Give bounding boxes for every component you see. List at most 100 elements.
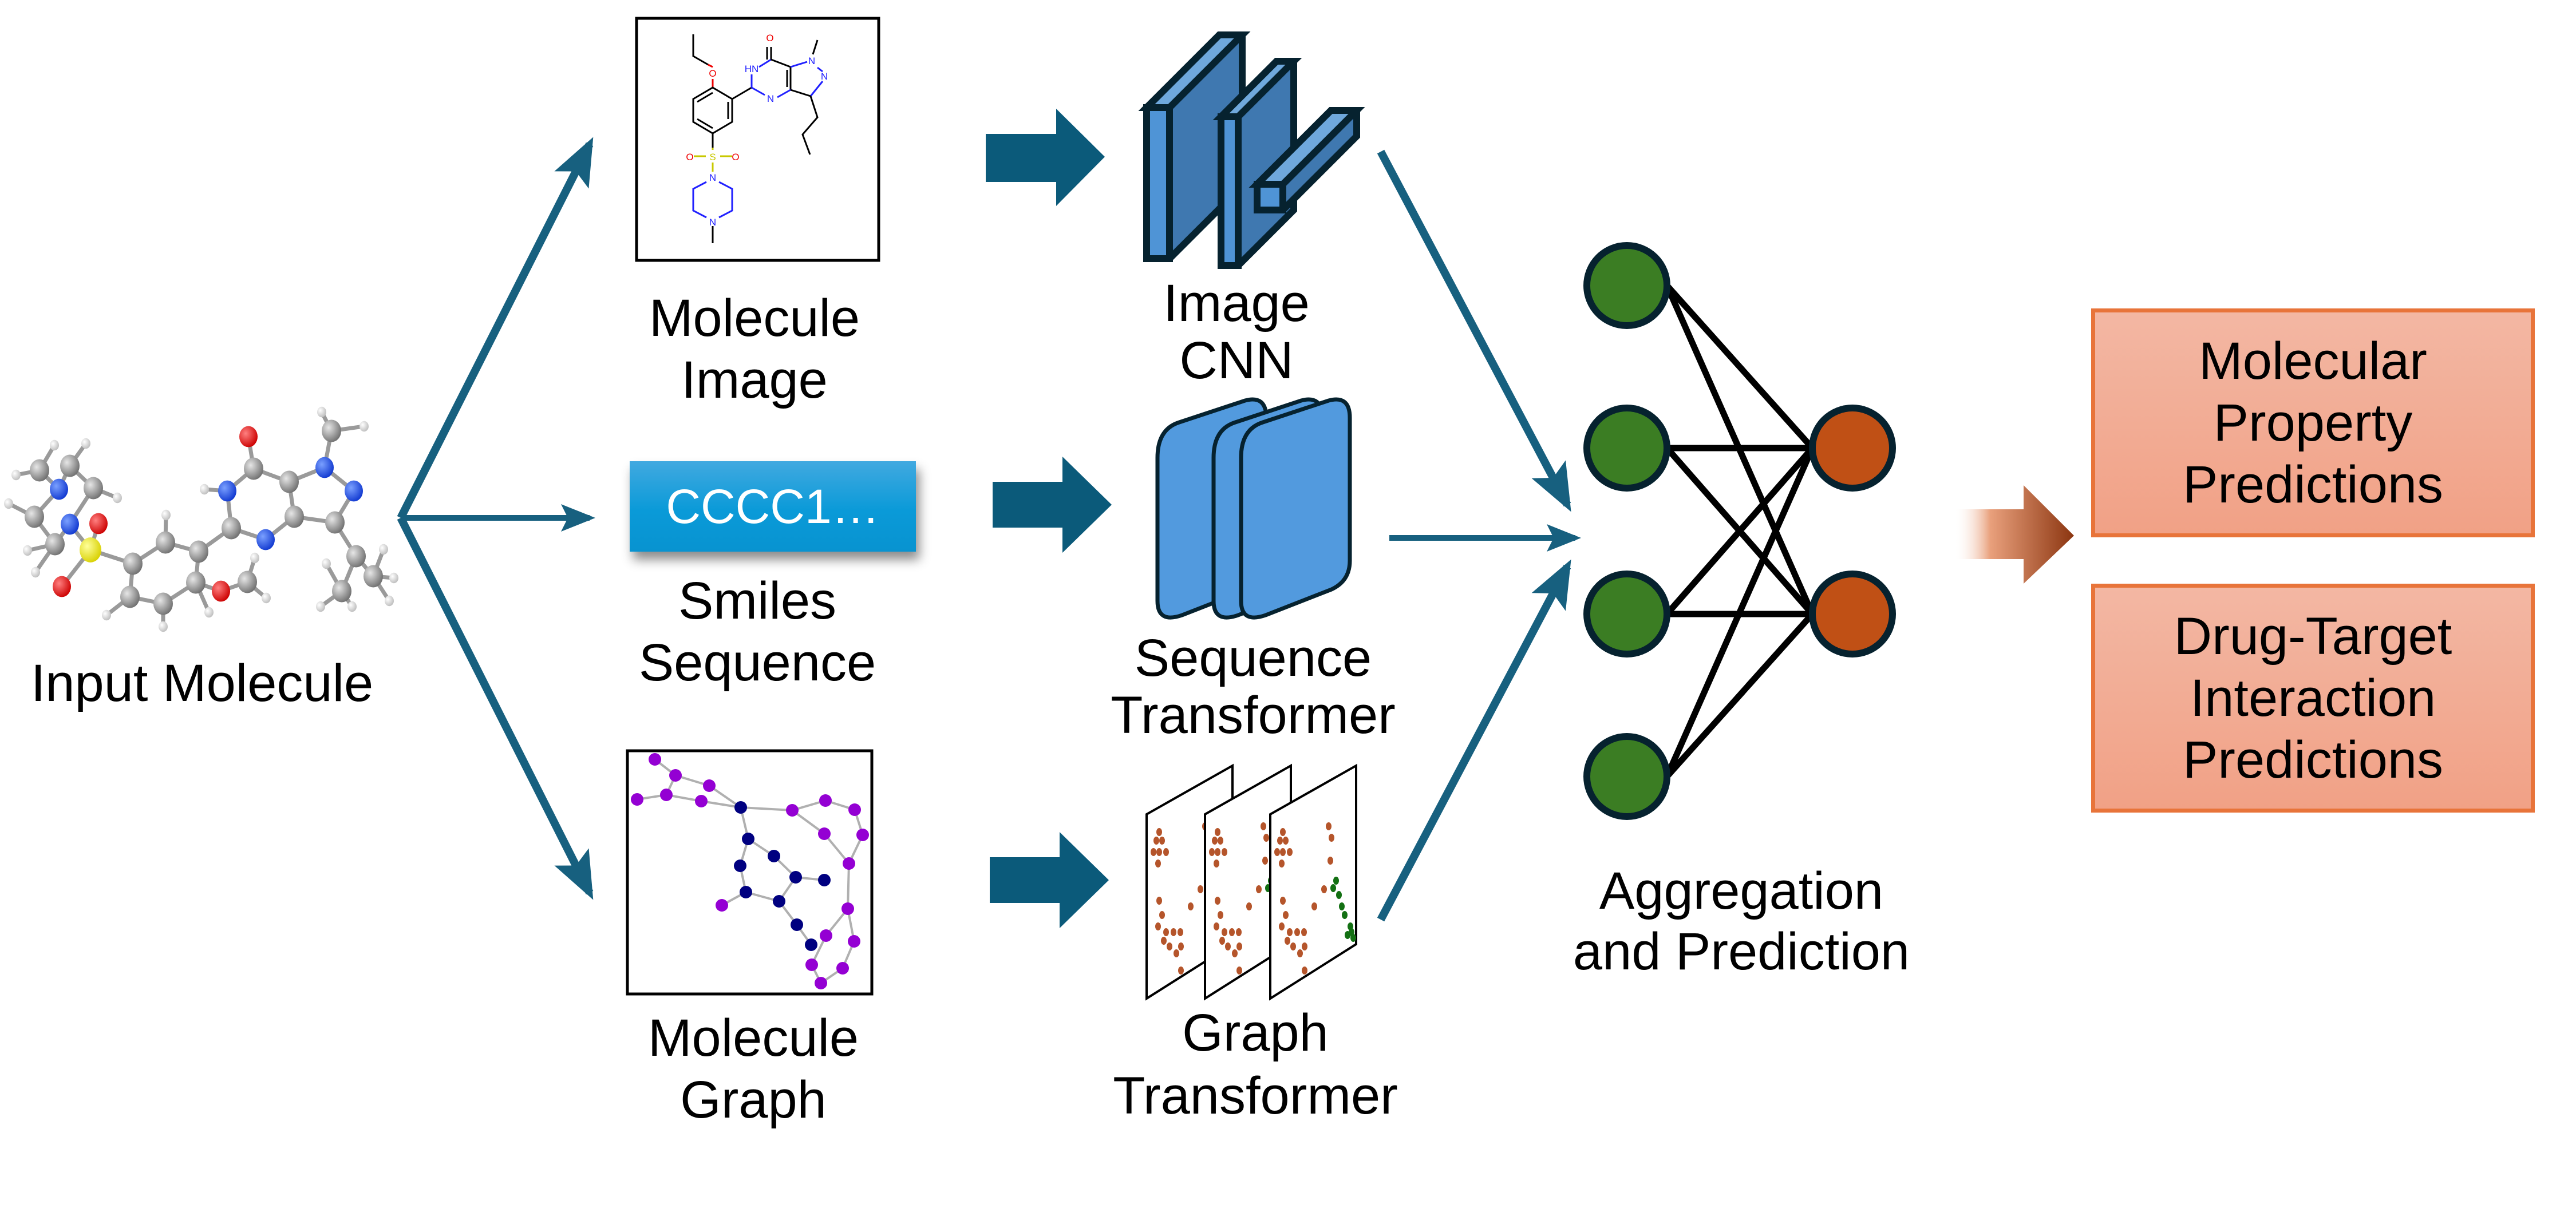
label-line: and Prediction — [1573, 922, 1910, 981]
panel-node — [1333, 877, 1339, 885]
graph-node — [856, 829, 869, 841]
atom — [53, 576, 71, 597]
smiles-sequence-box: CCCC1… — [630, 461, 916, 552]
atom — [31, 567, 40, 578]
svg-text:HN: HN — [745, 64, 759, 74]
atom — [80, 537, 101, 563]
panel-node — [1262, 857, 1268, 865]
label-line: Molecule — [647, 1009, 859, 1067]
atom — [238, 571, 257, 593]
network-edge — [1664, 446, 1815, 616]
panel-node — [1277, 837, 1283, 845]
panel-node — [1321, 885, 1327, 893]
input-node — [1583, 242, 1670, 329]
aggregation-label: Aggregation and Prediction — [1573, 861, 1910, 982]
graph-node — [805, 938, 817, 951]
graph-edge — [740, 806, 793, 811]
panel-node — [1279, 859, 1285, 868]
atom — [113, 492, 122, 504]
panel-node — [1274, 848, 1280, 856]
atom — [60, 454, 80, 477]
graph-edge — [823, 833, 850, 865]
panel-node — [1229, 928, 1235, 936]
network-edge — [1664, 446, 1816, 778]
panel-node — [1222, 848, 1227, 856]
graph-node — [669, 769, 682, 782]
panel-node — [1345, 931, 1350, 939]
panel-node — [1290, 942, 1296, 950]
panel-node — [1297, 949, 1303, 957]
atom — [379, 544, 388, 555]
graph-node — [786, 804, 799, 817]
panel-node — [1171, 928, 1176, 936]
panel-node — [1178, 928, 1183, 936]
graph-node — [734, 801, 747, 814]
atom — [23, 545, 32, 556]
block-arrows — [986, 109, 1112, 928]
atom — [120, 585, 140, 608]
input-molecule-3d-icon — [4, 406, 398, 632]
label-line: Input Molecule — [30, 654, 374, 712]
panel-node — [1167, 942, 1172, 950]
network-edge — [1664, 612, 1815, 779]
panel-node — [1212, 837, 1218, 845]
atom — [102, 609, 111, 621]
graph-node — [695, 795, 708, 807]
panel-node — [1198, 885, 1203, 893]
panel-node — [1327, 857, 1333, 865]
atom — [50, 439, 59, 451]
graph-node — [789, 871, 802, 884]
panel-node — [1287, 928, 1293, 936]
graph-node — [734, 859, 746, 872]
panel-node — [1302, 942, 1307, 950]
input-molecule-label: Input Molecule — [31, 652, 373, 714]
smiles-sequence-label: Smiles Sequence — [639, 570, 876, 694]
atom — [345, 480, 363, 502]
atom — [315, 457, 334, 478]
label-line: Drug-Target — [2174, 607, 2452, 666]
panel-node — [1156, 848, 1162, 856]
panel-node — [1161, 937, 1167, 945]
panel-node — [1330, 884, 1336, 892]
panel-node — [1279, 922, 1285, 930]
panel-node — [1218, 837, 1223, 845]
panel-node — [1174, 949, 1179, 957]
block-arrow-image — [986, 109, 1105, 206]
label-line: Sequence — [638, 633, 876, 692]
svg-text:N: N — [821, 71, 828, 82]
panel-node — [1209, 848, 1215, 856]
panel-node — [1301, 928, 1307, 936]
graph-node — [773, 895, 785, 908]
panel-node — [1153, 837, 1159, 845]
atom — [200, 484, 209, 495]
label-line: CNN — [1179, 331, 1294, 390]
atom — [364, 565, 383, 588]
atom — [279, 470, 299, 493]
molecule-graph-label: Molecule Graph — [648, 1007, 859, 1131]
branch-arrows — [397, 137, 595, 900]
label-line: Transformer — [1111, 686, 1396, 744]
graph-node — [649, 753, 661, 766]
graph-node — [742, 833, 754, 845]
atom — [322, 419, 341, 442]
atom — [316, 601, 325, 612]
panel-node — [1236, 967, 1242, 975]
panel-node — [1280, 848, 1286, 856]
panel-node — [1236, 942, 1242, 950]
panel-node — [1283, 837, 1289, 845]
graph-edge — [708, 785, 742, 809]
atom — [389, 572, 398, 584]
svg-text:S: S — [709, 152, 716, 163]
panel-node — [1336, 891, 1342, 899]
network-edge — [1664, 283, 1815, 450]
atom — [159, 621, 168, 632]
atom — [153, 592, 173, 615]
atom — [89, 513, 108, 534]
panel-node — [1155, 859, 1161, 868]
graph-node — [703, 779, 716, 792]
label-line: Image — [681, 351, 828, 409]
graph-node — [791, 918, 803, 931]
panel-node — [1188, 902, 1194, 910]
graph-node — [841, 902, 854, 915]
